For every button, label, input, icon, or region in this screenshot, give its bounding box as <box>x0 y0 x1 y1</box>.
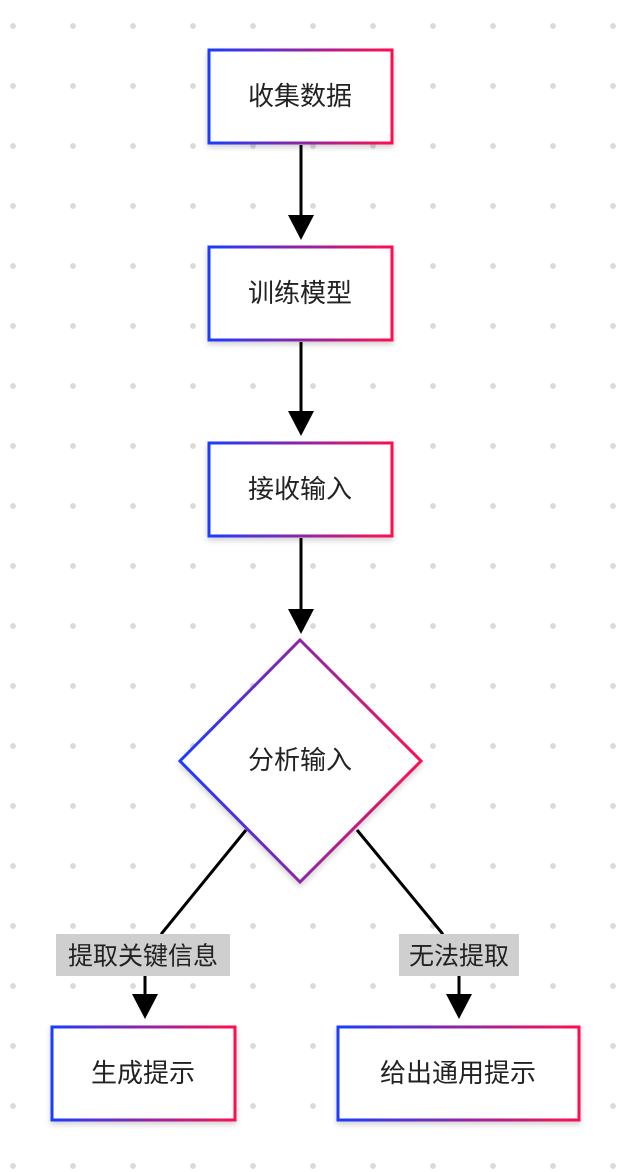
edge-label-text: 提取关键信息 <box>68 942 218 971</box>
arrowhead <box>288 411 314 436</box>
arrowhead <box>288 609 314 634</box>
node-generic-hint[interactable]: 给出通用提示 <box>336 1025 581 1122</box>
arrowhead <box>446 994 472 1019</box>
edge-label-background <box>56 934 230 976</box>
edge-label-extract-key-info: 提取关键信息 <box>56 934 230 976</box>
node-collect-data[interactable]: 收集数据 <box>207 48 394 145</box>
node-train-model[interactable]: 训练模型 <box>207 245 394 342</box>
decision-diamond <box>177 637 424 885</box>
edge-label-text: 无法提取 <box>409 942 509 971</box>
node-box <box>207 245 394 342</box>
arrowhead <box>288 215 314 240</box>
node-box <box>336 1025 581 1122</box>
node-analyze-input[interactable]: 分析输入 <box>177 637 424 885</box>
edge-analyze-to-generic <box>355 829 472 1019</box>
node-label: 接收输入 <box>248 475 352 505</box>
node-label: 收集数据 <box>248 82 352 112</box>
edge-receive-to-analyze <box>288 538 314 634</box>
edge-train-to-receive <box>288 342 314 436</box>
edge-label-background <box>399 934 519 976</box>
node-label: 分析输入 <box>248 746 352 776</box>
edge-analyze-to-generate <box>132 829 248 1019</box>
node-label: 给出通用提示 <box>380 1059 536 1089</box>
node-label: 生成提示 <box>91 1059 195 1089</box>
node-box <box>50 1025 237 1122</box>
node-receive-input[interactable]: 接收输入 <box>207 441 394 538</box>
edge-collect-to-train <box>288 145 314 240</box>
node-generate-hint[interactable]: 生成提示 <box>50 1025 237 1122</box>
edge-label-cannot-extract: 无法提取 <box>399 934 519 976</box>
node-box <box>207 441 394 538</box>
node-label: 训练模型 <box>248 279 352 309</box>
node-box <box>207 48 394 145</box>
arrowhead <box>132 994 158 1019</box>
